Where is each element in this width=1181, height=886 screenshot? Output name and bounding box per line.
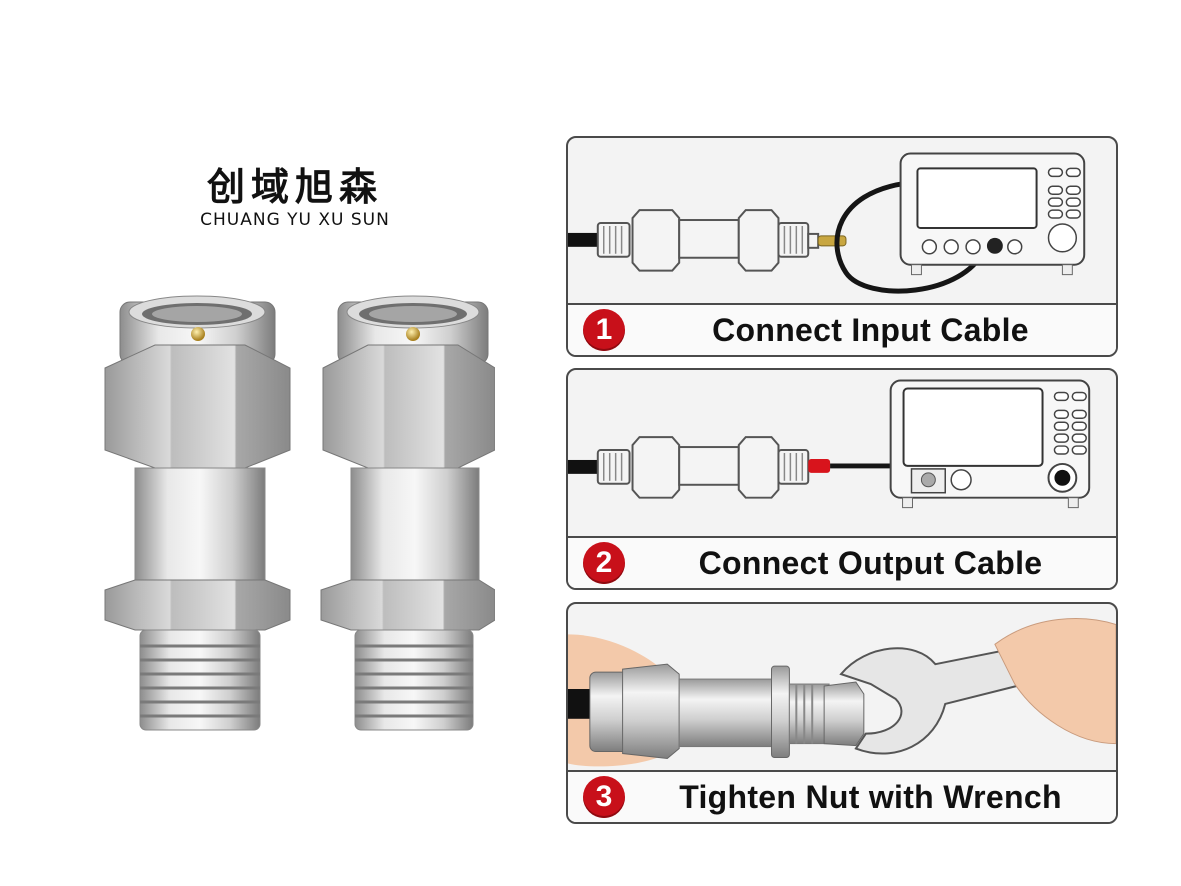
step-panel-3: 3 Tighten Nut with Wrench: [566, 602, 1118, 824]
step-panel-2: 2 Connect Output Cable: [566, 368, 1118, 590]
step-number-badge: 2: [583, 542, 625, 584]
step-number-badge: 1: [583, 309, 625, 351]
connector-left: [104, 295, 291, 731]
step-caption-2: 2 Connect Output Cable: [568, 536, 1116, 588]
output-cable-illustration: [568, 379, 1091, 509]
brand-name-cn: 创域旭森: [206, 165, 383, 209]
input-cable-illustration: [568, 152, 1086, 294]
wrench-tighten-illustration: [568, 618, 1116, 767]
step-caption-3: 3 Tighten Nut with Wrench: [568, 770, 1116, 822]
brand-logo: 创域旭森 CHUANG YU XU SUN: [180, 166, 410, 230]
step-caption-1: 1 Connect Input Cable: [568, 303, 1116, 355]
connector-right: [320, 295, 495, 731]
step-label: Connect Output Cable: [698, 544, 1043, 581]
step-number-badge: 3: [583, 776, 625, 818]
brand-name-en: CHUANG YU XU SUN: [200, 210, 390, 230]
product-photo: [104, 295, 495, 731]
step-label: Tighten Nut with Wrench: [679, 778, 1062, 815]
step-label: Connect Input Cable: [712, 311, 1029, 348]
step-panel-1: 1 Connect Input Cable: [566, 136, 1118, 357]
